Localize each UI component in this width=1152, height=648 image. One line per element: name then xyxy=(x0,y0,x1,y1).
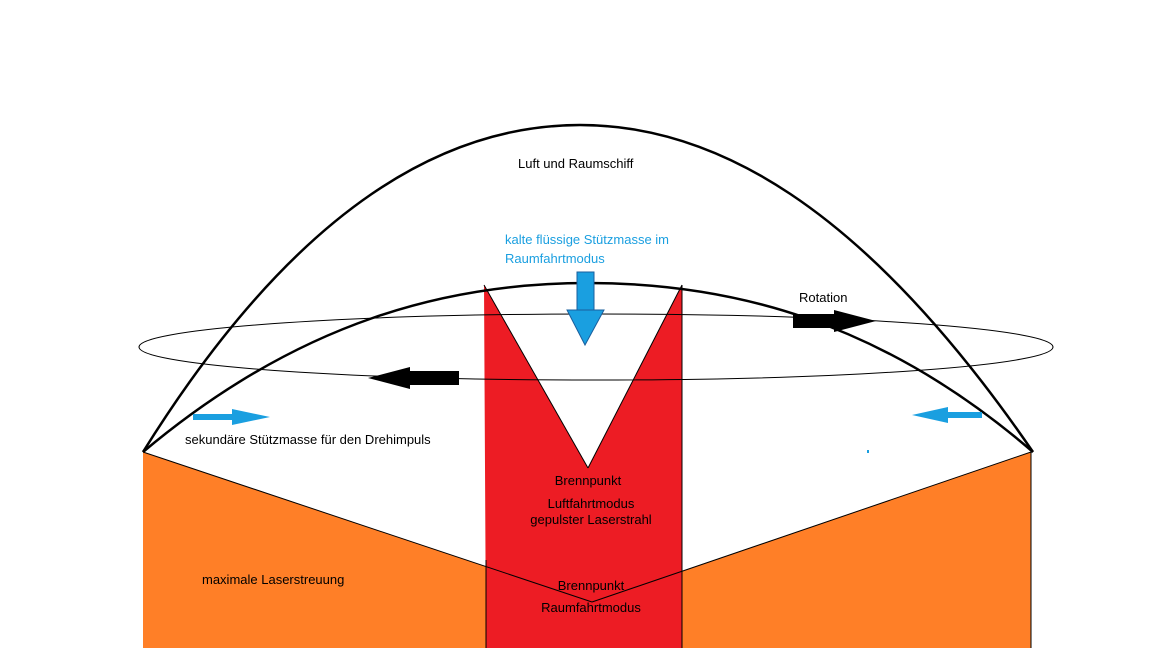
label-focus-space-title: Brennpunkt xyxy=(557,578,625,593)
label-focus-space-mode: Raumfahrtmodus xyxy=(541,600,641,615)
label-focus-air-beam: gepulster Laserstrahl xyxy=(530,512,652,527)
stray-mark xyxy=(867,450,869,453)
secondary-arrow-left-icon xyxy=(193,409,270,425)
left-scatter-region xyxy=(143,452,592,648)
focus-line-right xyxy=(587,284,683,469)
right-scatter-region xyxy=(592,452,1031,648)
label-rotation: Rotation xyxy=(799,290,848,305)
label-scatter: maximale Laserstreuung xyxy=(202,572,345,587)
label-cold-mass-line1: kalte flüssige Stützmasse im xyxy=(505,232,670,247)
rotation-arrow-left-icon xyxy=(368,367,459,389)
coolant-down-arrow-icon xyxy=(566,271,605,347)
scatter-line-right xyxy=(591,451,1032,603)
label-cold-mass-line2: Raumfahrtmodus xyxy=(505,251,605,266)
rotation-arrow-right-icon xyxy=(793,310,876,332)
label-focus-air-mode: Luftfahrtmodus xyxy=(547,496,635,511)
label-secondary-mass: sekundäre Stützmasse für den Drehimpuls xyxy=(185,432,431,447)
laser-beam xyxy=(484,285,682,648)
focus-line-left xyxy=(483,284,589,469)
outer-dome xyxy=(141,123,1035,453)
secondary-arrow-right-icon xyxy=(912,407,982,423)
scatter-line-left xyxy=(142,451,593,603)
label-top-dome: Luft und Raumschiff xyxy=(518,156,634,171)
label-focus-air-title: Brennpunkt xyxy=(554,473,622,488)
